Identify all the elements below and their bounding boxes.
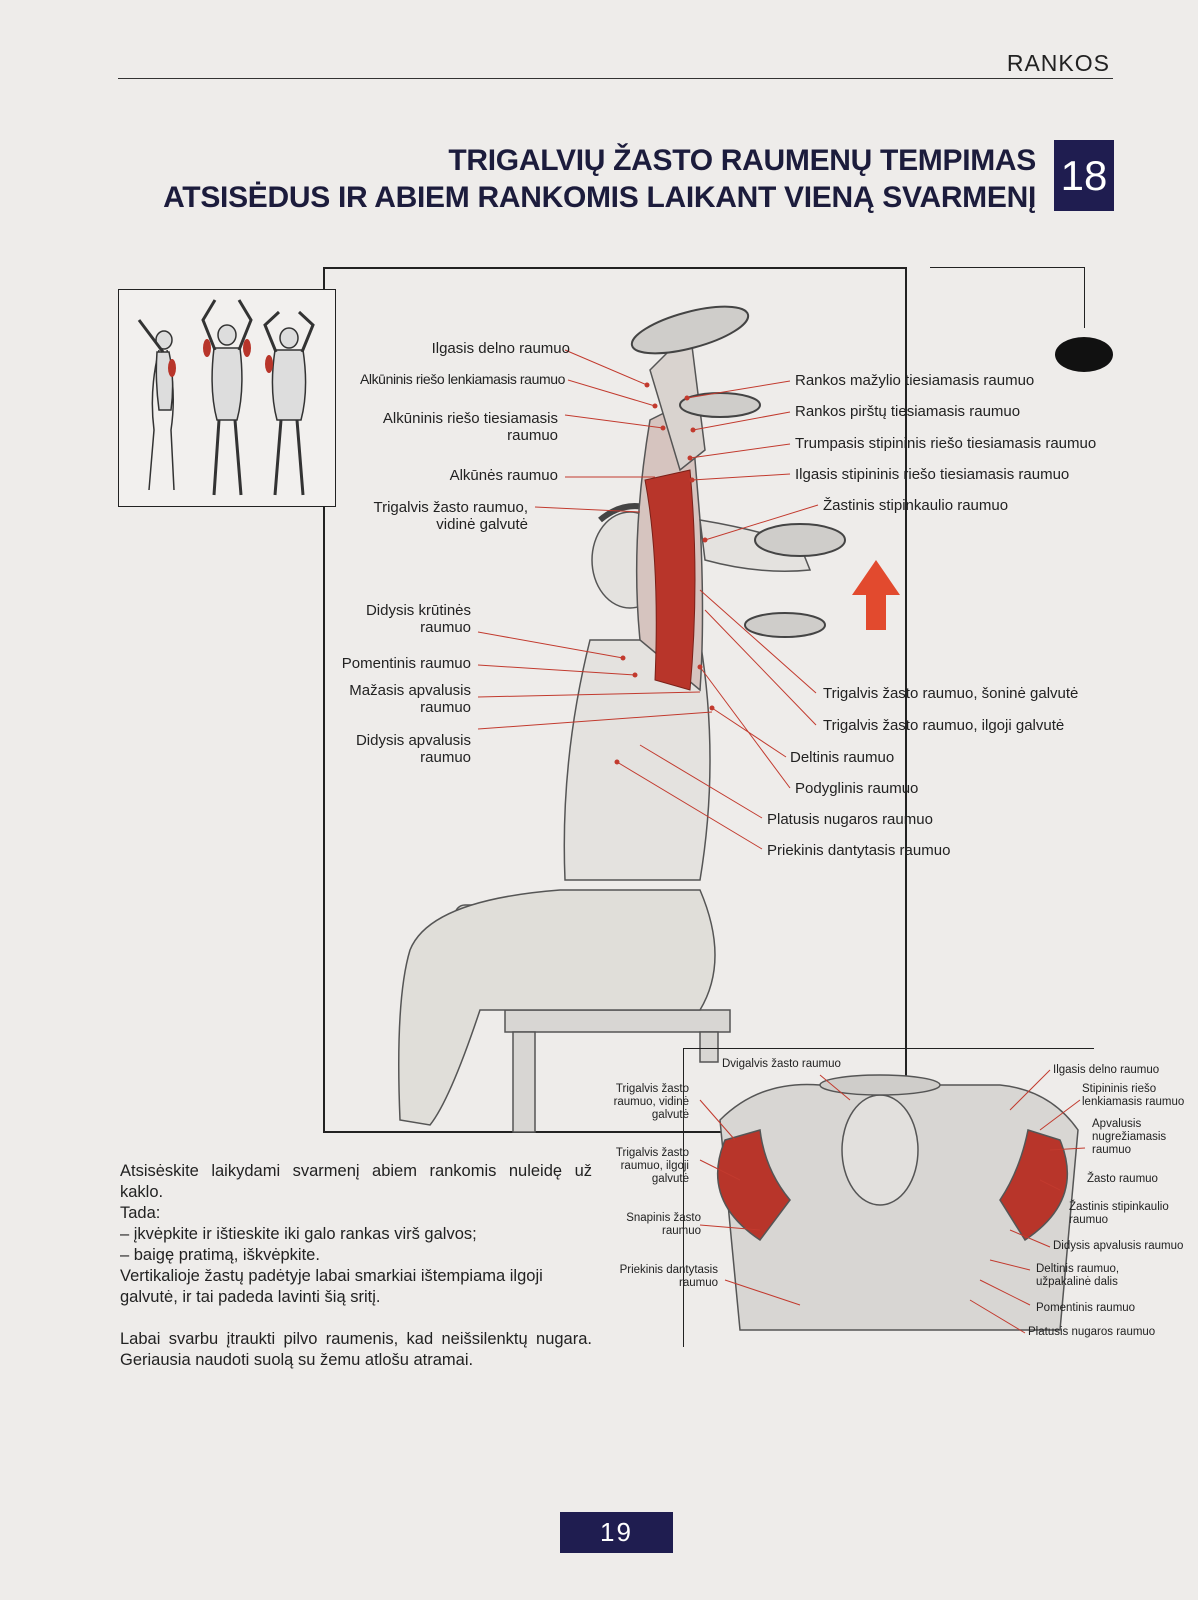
label-fv-apvalusis-nugreziamasis: Apvalusis nugrežiamasis raumuo [1092, 1118, 1167, 1156]
page-title-line2: ATSISĖDUS IR ABIEM RANKOMIS LAIKANT VIEN… [163, 181, 1036, 214]
description-line3: – įkvėpkite ir ištieskite iki galo ranka… [120, 1225, 477, 1243]
section-title: RANKOS [1006, 50, 1110, 76]
label-deltinis: Deltinis raumuo [790, 749, 895, 766]
label-alkuninis-lenkiamasis: Alkūninis riešo lenkiamasis raumuo [359, 371, 565, 387]
label-fv-didysis-apvalusis: Didysis apvalusis raumuo [1053, 1240, 1184, 1252]
direction-arrow-up [852, 560, 900, 630]
label-fv-trigalvis-ilgoji: Trigalvis žasto raumuo, ilgoji galvutė [615, 1147, 689, 1185]
label-trigalvis-sonine: Trigalvis žasto raumuo, šoninė galvutė [823, 685, 1079, 702]
label-rankos-pirstu: Rankos pirštų tiesiamasis raumuo [795, 403, 1021, 420]
description-line6: Labai svarbu įtraukti pilvo raumenis, ka… [120, 1330, 592, 1369]
description-line1: Atsisėskite laikydami svarmenį abiem ran… [120, 1162, 592, 1201]
label-dvigalvis: Dvigalvis žasto raumuo [722, 1058, 841, 1070]
label-fv-trigalvis-vidine: Trigalvis žasto raumuo, vidinė galvutė [613, 1083, 689, 1121]
exercise-description: Atsisėskite laikydami svarmenį abiem ran… [120, 1161, 592, 1371]
label-rankos-mazylio: Rankos mažylio tiesiamasis raumuo [795, 372, 1035, 389]
description-line4: – baigę pratimą, iškvėpkite. [120, 1246, 320, 1264]
page-title-line1: TRIGALVIŲ ŽASTO RAUMENŲ TEMPIMAS [448, 144, 1036, 177]
label-fv-deltinis: Deltinis raumuo, užpakalinė dalis [1036, 1263, 1120, 1288]
label-fv-snapinis: Snapinis žasto raumuo [626, 1212, 701, 1237]
label-trumpasis-stipininis: Trumpasis stipininis riešo tiesiamasis r… [795, 435, 1097, 452]
label-ilgasis-delno: Ilgasis delno raumuo [431, 340, 570, 357]
label-fv-zasto: Žasto raumuo [1087, 1173, 1158, 1185]
header-rule [118, 78, 1113, 79]
three-figures-illustration [137, 299, 315, 496]
label-fv-priekinis: Priekinis dantytasis raumuo [619, 1264, 718, 1289]
label-zastinis-stipinkaulio: Žastinis stipinkaulio raumuo [823, 497, 1009, 514]
label-pomentinis: Pomentinis raumuo [341, 655, 471, 672]
label-alkuninis-tiesiamasis: Alkūninis riešo tiesiamasis raumuo [382, 410, 558, 444]
description-line2: Tada: [120, 1204, 161, 1222]
page-number-badge: 19 [560, 1512, 673, 1553]
label-didysis-apvalusis: Didysis apvalusis raumuo [355, 732, 471, 766]
black-oval-marker [1055, 337, 1113, 372]
description-line5: Vertikalioje žastų padėtyje labai smarki… [120, 1267, 543, 1306]
label-fv-ilgasis-delno: Ilgasis delno raumuo [1053, 1064, 1160, 1076]
label-trigalvis-vidine: Trigalvis žasto raumuo, vidinė galvutė [373, 499, 529, 533]
label-priekinis-dantytasis: Priekinis dantytasis raumuo [767, 842, 951, 859]
label-alkunes: Alkūnės raumuo [449, 467, 558, 484]
label-fv-platusis: Platusis nugaros raumuo [1028, 1326, 1156, 1338]
label-fv-stipininis-lenkiamasis: Stipininis riešo lenkiamasis raumuo [1082, 1083, 1185, 1108]
label-podyglinis: Podyglinis raumuo [795, 780, 919, 797]
label-fv-pomentinis: Pomentinis raumuo [1036, 1302, 1136, 1314]
main-illustration-frame [323, 267, 907, 1133]
label-didysis-krutines: Didysis krūtinės raumuo [365, 602, 471, 636]
muscle-thumbnail-box [118, 289, 336, 507]
label-trigalvis-ilgoji: Trigalvis žasto raumuo, ilgoji galvutė [823, 717, 1065, 734]
label-platusis-nugaros: Platusis nugaros raumuo [767, 811, 933, 828]
front-view-frame [683, 1048, 1094, 1347]
label-ilgasis-stipininis: Ilgasis stipininis riešo tiesiamasis rau… [795, 466, 1070, 483]
label-fv-zastinis-stipinkaulio: Žastinis stipinkaulio raumuo [1069, 1201, 1169, 1226]
chapter-number-badge: 18 [1054, 140, 1114, 211]
label-mazasis-apvalusis: Mažasis apvalusis raumuo [349, 682, 471, 716]
side-bracket [930, 267, 1085, 328]
